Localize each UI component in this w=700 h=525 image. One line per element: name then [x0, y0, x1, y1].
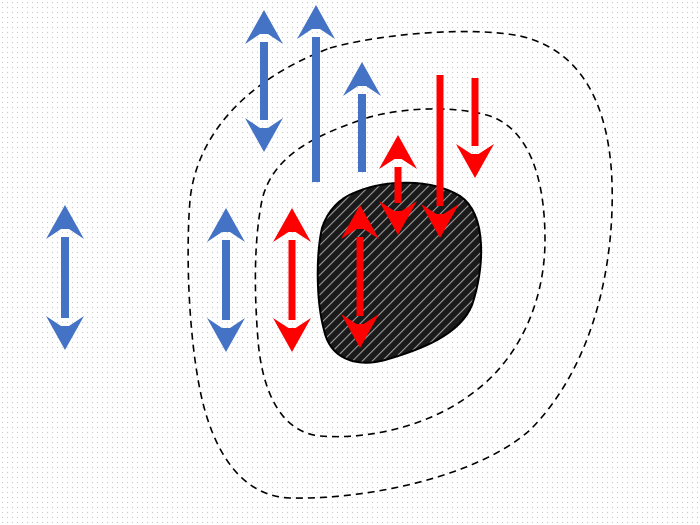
red-arrow-upper-double-head-down	[379, 201, 417, 235]
red-arrow-left-double-shaft	[288, 240, 296, 320]
red-arrow-center-double-head-down	[341, 314, 379, 348]
blue-arrow-left-head-up	[46, 205, 84, 239]
red-arrow-left-double	[273, 208, 311, 352]
outer-contour	[187, 30, 614, 499]
red-arrow-center-double-shaft	[356, 237, 364, 316]
red-arrow-down-long	[421, 75, 459, 238]
blue-arrow-mid-left-head-up	[207, 208, 245, 242]
red-arrow-left-double-head-down	[273, 318, 311, 352]
red-arrow-upper-double-shaft	[394, 167, 402, 203]
blue-arrow-left	[46, 205, 84, 350]
inner-contour	[254, 108, 546, 438]
red-arrow-left-double-head-up	[273, 208, 311, 242]
blue-arrow-up-small-shaft	[358, 94, 366, 172]
blue-arrow-left-shaft	[61, 237, 69, 318]
blue-arrow-top-up-shaft	[312, 37, 320, 182]
blue-arrow-mid-left-shaft	[222, 240, 230, 320]
red-arrow-down-long-head-down	[421, 204, 459, 238]
blue-arrow-up-small	[343, 62, 381, 172]
red-arrow-upper-double-head-up	[379, 135, 417, 169]
red-arrow-upper-double	[379, 135, 417, 235]
arrows-layer	[46, 5, 494, 352]
blue-arrow-top-double-head-up	[245, 10, 283, 44]
red-arrow-down-short-head-down	[456, 144, 494, 178]
red-arrow-down-short-shaft	[471, 78, 479, 146]
blue-arrow-top-up-head-up	[297, 5, 335, 39]
blue-arrow-top-double-head-down	[245, 118, 283, 152]
red-arrow-center-double-head-up	[341, 205, 379, 239]
blue-arrow-top-double-shaft	[260, 42, 268, 120]
red-arrow-center-double	[341, 205, 379, 348]
blue-arrow-top-double	[245, 10, 283, 152]
blue-arrow-left-head-down	[46, 316, 84, 350]
red-arrow-down-short	[456, 78, 494, 178]
red-arrow-down-long-shaft	[436, 75, 444, 206]
blue-arrow-mid-left-head-down	[207, 318, 245, 352]
blue-arrow-up-small-head-up	[343, 62, 381, 96]
blue-arrow-mid-left	[207, 208, 245, 352]
blue-arrow-top-up	[297, 5, 335, 182]
